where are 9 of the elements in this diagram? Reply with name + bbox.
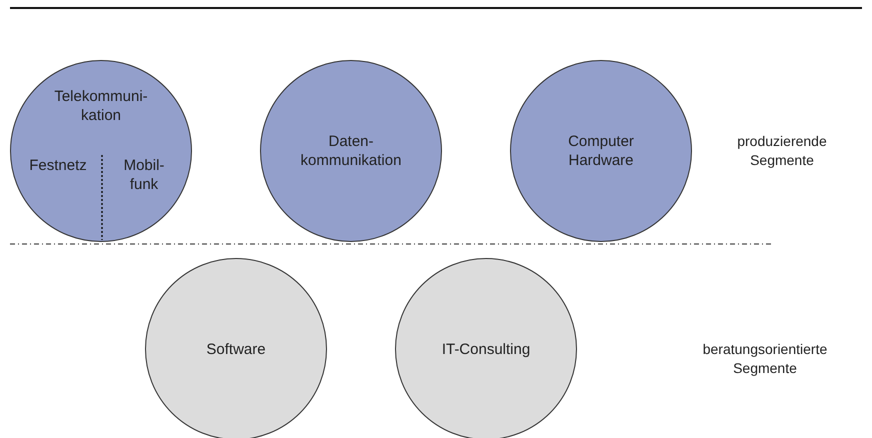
- subsegment-label: Mobil- funk: [122, 156, 166, 194]
- segment-label: Computer Hardware: [567, 132, 635, 170]
- segment-group-label: produzierende Segmente: [736, 132, 828, 170]
- subsegment-label: Festnetz: [28, 156, 88, 175]
- segment-label: Software: [206, 340, 266, 358]
- segment-title: Telekommuni- kation: [53, 87, 149, 125]
- segment-label: IT-Consulting: [442, 340, 530, 358]
- segment-group-label: beratungsorientierte Segmente: [702, 340, 828, 378]
- segment-label: Daten- kommunikation: [300, 132, 402, 170]
